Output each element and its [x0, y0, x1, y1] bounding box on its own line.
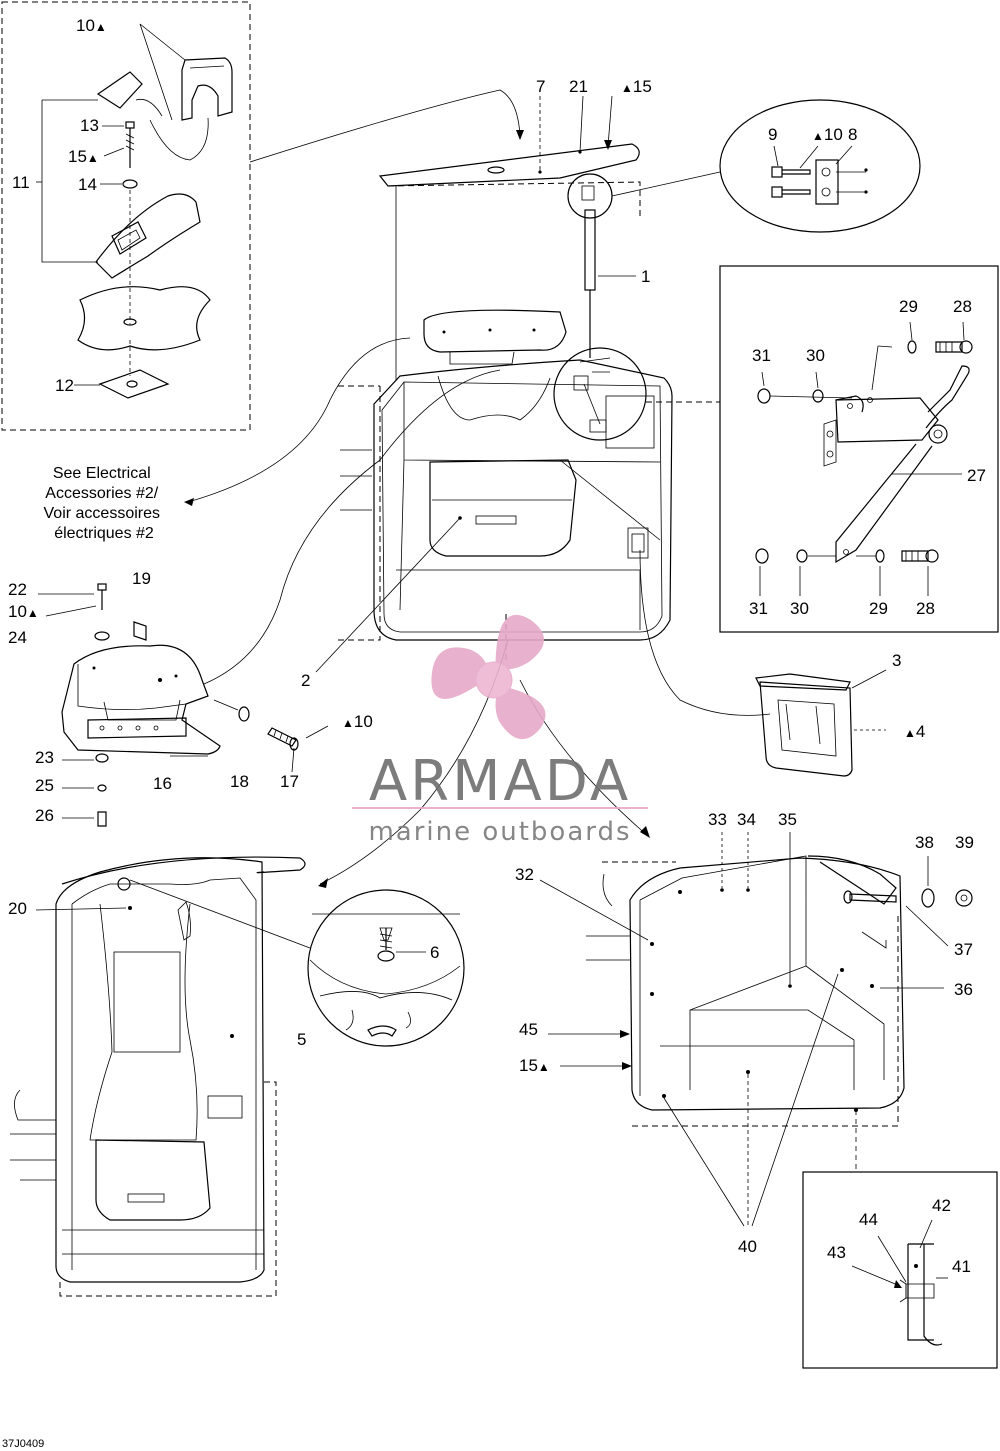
callout-30: 30 — [806, 346, 825, 365]
note-line: Voir accessoires — [44, 505, 161, 522]
callout-33: 33 — [708, 810, 727, 829]
callout-13: 13 — [80, 116, 99, 135]
hinge-detail-box — [719, 265, 999, 633]
callout-15: ▲15 — [621, 77, 652, 96]
side-panel-assembly — [38, 583, 329, 827]
callout-10: 10▲ — [76, 16, 107, 35]
callout-4: ▲4 — [904, 722, 925, 741]
callout-1: 1 — [641, 267, 650, 286]
propeller-logo-icon — [431, 615, 546, 739]
callout-44: 44 — [859, 1210, 878, 1229]
note-line: See Electrical — [53, 465, 151, 482]
lid-assembly — [378, 95, 641, 380]
callout-12: 12 — [55, 376, 74, 395]
lubricant-drop-icon: ▲ — [538, 1060, 550, 1074]
callout-10: ▲10 — [342, 712, 373, 731]
screw-detail-circle — [307, 889, 465, 1047]
callout-39: 39 — [955, 833, 974, 852]
callout-28: 28 — [953, 297, 972, 316]
callout-18: 18 — [230, 772, 249, 791]
callout-5: 5 — [297, 1030, 306, 1049]
callout-30: 30 — [790, 599, 809, 618]
callout-40: 40 — [738, 1237, 757, 1256]
lubricant-drop-icon: ▲ — [342, 716, 354, 730]
callout-15: 15▲ — [519, 1056, 550, 1075]
callout-37: 37 — [954, 940, 973, 959]
callout-14: 14 — [78, 175, 97, 194]
callout-17: 17 — [280, 772, 299, 791]
lubricant-drop-icon: ▲ — [621, 81, 633, 95]
callout-31: 31 — [752, 346, 771, 365]
callout-2: 2 — [301, 671, 310, 690]
watermark-title: ARMADA — [369, 749, 631, 814]
callout-25: 25 — [35, 776, 54, 795]
access-hatch-3 — [755, 669, 887, 777]
callout-6: 6 — [430, 943, 439, 962]
callout-9: 9 — [768, 125, 777, 144]
hinge-detail-ellipse — [567, 99, 921, 233]
callout-27: 27 — [967, 466, 986, 485]
lubricant-drop-icon: ▲ — [904, 726, 916, 740]
callout-10: ▲10 — [812, 125, 843, 144]
watermark-subtitle: marine outboards — [368, 817, 631, 847]
callout-23: 23 — [35, 748, 54, 767]
armada-watermark: ARMADA marine outboards — [352, 615, 648, 847]
callout-35: 35 — [778, 810, 797, 829]
callout-31: 31 — [749, 599, 768, 618]
callout-45: 45 — [519, 1020, 538, 1039]
callout-32: 32 — [515, 865, 534, 884]
callout-29: 29 — [899, 297, 918, 316]
leader-arrows — [129, 89, 857, 1170]
callout-20: 20 — [8, 899, 27, 918]
callout-8: 8 — [848, 125, 857, 144]
main-compartment — [315, 309, 720, 673]
callout-19: 19 — [132, 569, 151, 588]
callout-38: 38 — [915, 833, 934, 852]
callout-22: 22 — [8, 580, 27, 599]
lubricant-drop-icon: ▲ — [95, 20, 107, 34]
callout-11: 11 — [12, 173, 30, 192]
callout-26: 26 — [35, 806, 54, 825]
callout-21: 21 — [569, 77, 588, 96]
seal-detail-box — [802, 1171, 998, 1369]
callout-28: 28 — [916, 599, 935, 618]
electrical-note: See Electrical Accessories #2/ Voir acce… — [44, 465, 165, 542]
callout-15: 15▲ — [68, 147, 99, 166]
callout-41: 41 — [952, 1257, 971, 1276]
figure-code: 37J0409 — [2, 1438, 44, 1450]
callout-24: 24 — [8, 628, 27, 647]
lubricant-drop-icon: ▲ — [87, 151, 99, 165]
callout-29: 29 — [869, 599, 888, 618]
callout-3: 3 — [892, 651, 901, 670]
callout-43: 43 — [827, 1243, 846, 1262]
lower-right-compartment — [539, 832, 973, 1227]
lubricant-drop-icon: ▲ — [27, 606, 39, 620]
note-line: Accessories #2/ — [45, 485, 158, 502]
inset-detail-11 — [1, 1, 251, 431]
lubricant-drop-icon: ▲ — [812, 129, 824, 143]
callout-16: 16 — [153, 774, 172, 793]
gas-strut-1 — [584, 209, 636, 358]
callout-7: 7 — [536, 77, 545, 96]
lower-left-compartment — [10, 856, 306, 1297]
callout-34: 34 — [737, 810, 756, 829]
callout-10: 10▲ — [8, 602, 39, 621]
note-line: électriques #2 — [54, 525, 154, 542]
callout-36: 36 — [954, 980, 973, 999]
callout-42: 42 — [932, 1196, 951, 1215]
